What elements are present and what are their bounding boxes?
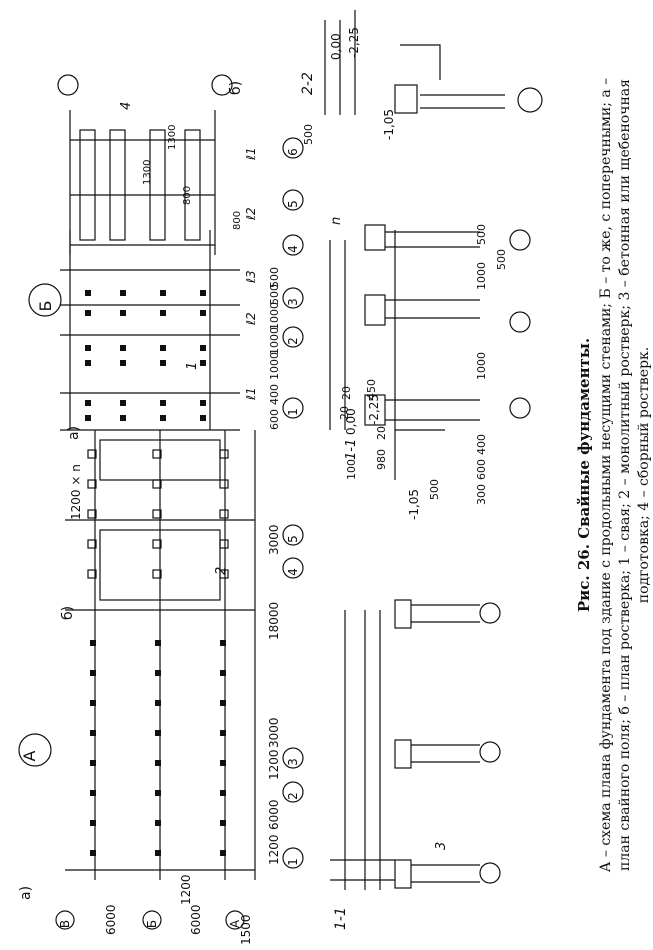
dim-b-4: 1000 xyxy=(268,327,281,355)
dim-b-2: 400 xyxy=(268,384,281,405)
dim-s-15: 500 xyxy=(475,224,488,245)
dim-a-2: 6000 xyxy=(267,799,281,830)
dim-b-5: 1000 xyxy=(268,302,281,330)
callout-3: 3 xyxy=(434,842,449,850)
dim-s-2: 100 xyxy=(345,459,358,480)
axis-b-1: 1 xyxy=(286,408,300,416)
dim-s-8: 500 xyxy=(428,479,441,500)
dim-s-5: 20 xyxy=(375,426,388,440)
dim-b-11: 1300 xyxy=(167,125,178,150)
dim-s-13: 1000 xyxy=(475,262,488,290)
level-4: 0,00 xyxy=(329,33,343,60)
label-l2b: ℓ2 xyxy=(244,207,258,221)
axis-markers-b xyxy=(28,74,304,419)
axis-letter-b: Б xyxy=(145,920,159,928)
axis-a-2: 2 xyxy=(286,792,300,800)
dim-s-1: 300 xyxy=(475,484,488,505)
label-l3: ℓ3 xyxy=(244,270,258,284)
dim-a-4: 3000 xyxy=(267,717,281,748)
dim-a-1: 1200 xyxy=(267,834,281,865)
caption-text: А – схема плана фундамента под здание с … xyxy=(598,77,652,873)
callout-1: 1 xyxy=(185,362,200,370)
label-l2: ℓ2 xyxy=(244,312,258,326)
dim-a-10: 6000 xyxy=(189,904,203,935)
axis-b-6: 6 xyxy=(286,148,300,156)
dim-s-7: 20 xyxy=(340,386,353,400)
section-1-1-label: 1-1 xyxy=(333,907,349,930)
dim-b-1: 600 xyxy=(268,409,281,430)
dim-s-9: 500 xyxy=(302,124,315,145)
dim-b-3: 1000 xyxy=(268,352,281,380)
section-2-2 xyxy=(324,10,543,115)
axis-a-4: 4 xyxy=(286,568,300,576)
figure-caption: Рис. 26. Свайные фундаменты. А – схема п… xyxy=(470,0,652,950)
dim-b-6: 500 xyxy=(268,284,281,305)
dim-s-6: 450 xyxy=(365,379,378,400)
label-l1b: ℓ1 xyxy=(244,147,258,161)
dim-s-12: 1000 xyxy=(475,352,488,380)
panel-a-label: А xyxy=(20,750,39,761)
sub-b-label: б) xyxy=(60,606,76,620)
dim-s-4: 980 xyxy=(375,449,388,470)
callout-4: 4 xyxy=(119,102,134,110)
level-1: 0,00 xyxy=(344,408,358,435)
dim-a-5: 18000 xyxy=(267,602,281,640)
section-a-1-1 xyxy=(330,599,501,890)
dim-a-6: 3000 xyxy=(267,524,281,555)
caption-title: Рис. 26. Свайные фундаменты. xyxy=(575,337,593,613)
callout-n: n xyxy=(329,217,344,225)
dim-b-8: 800 xyxy=(232,211,243,230)
dim-a-3: 1200 xyxy=(267,749,281,780)
axis-letter-v: В xyxy=(58,920,72,928)
axis-a-1: 1 xyxy=(286,858,300,866)
dim-b-10: 1300 xyxy=(142,160,153,185)
dim-s-3: 20 xyxy=(338,406,351,420)
axis-markers-a xyxy=(18,524,304,930)
dim-s-14: 500 xyxy=(495,249,508,270)
plan-b-pile-field xyxy=(60,230,240,431)
axis-a-3: 3 xyxy=(286,758,300,766)
dim-s-10: 600 xyxy=(475,459,488,480)
dim-b-12: 1200 × n xyxy=(69,464,83,520)
sub-a-label: а) xyxy=(18,886,34,900)
axis-b-3: 3 xyxy=(286,298,300,306)
dim-b-9: 800 xyxy=(182,186,193,205)
plan-a-pile-field xyxy=(65,430,256,880)
level-5: -2,25 xyxy=(347,27,361,58)
callout-2: 2 xyxy=(214,567,229,575)
axis-b-2: 2 xyxy=(286,337,300,345)
section-2-2-label: 2-2 xyxy=(300,72,316,95)
sub-a-label-b: а) xyxy=(66,426,82,440)
plan-b-grillage xyxy=(69,110,216,255)
dim-a-8: 1200 xyxy=(179,874,193,905)
dim-a-9: 6000 xyxy=(104,904,118,935)
dim-a-7: 1500 xyxy=(239,914,253,945)
axis-a-5: 5 xyxy=(286,535,300,543)
dim-s-11: 400 xyxy=(475,434,488,455)
level-3: -1,05 xyxy=(407,489,421,520)
level-6: -1,05 xyxy=(382,109,396,140)
level-2: -2,25 xyxy=(367,394,381,425)
label-l1: ℓ1 xyxy=(244,387,258,401)
axis-letter-a: А xyxy=(228,919,242,928)
sub-b-label-b: б) xyxy=(228,81,244,95)
axis-b-4: 4 xyxy=(286,245,300,253)
dim-b-7: 500 xyxy=(268,267,281,288)
panel-b-label: Б xyxy=(36,301,55,312)
drawing-labels: А Б а) б) а) б) 1200 6000 1200 3000 1800… xyxy=(18,27,508,945)
section-b-1-1 xyxy=(329,224,531,480)
axis-b-5: 5 xyxy=(286,200,300,208)
section-1-1-label-b: 1-1 xyxy=(344,439,359,460)
